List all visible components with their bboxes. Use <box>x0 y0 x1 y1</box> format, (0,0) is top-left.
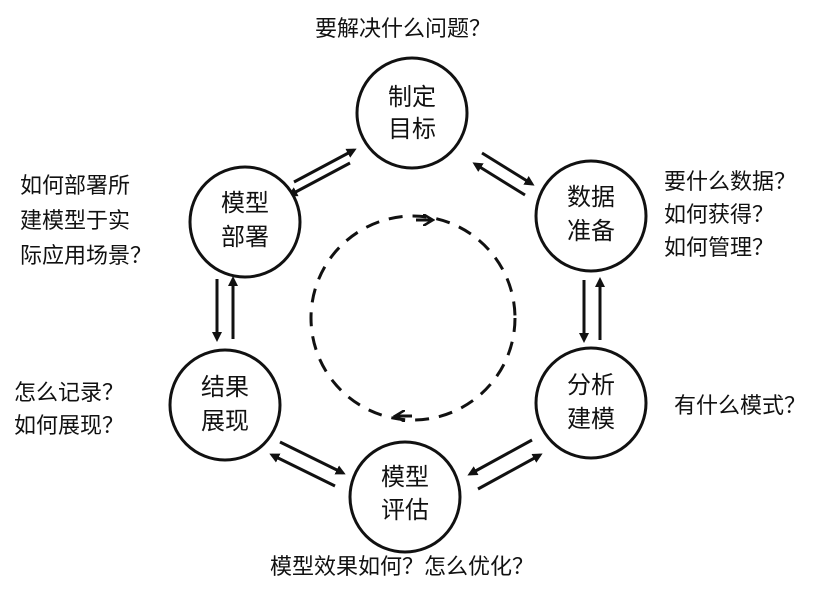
node-result-display: 结果 展现 <box>168 348 282 462</box>
node-analysis-modeling-line2: 建模 <box>567 405 615 433</box>
node-model-deploy-line2: 部署 <box>221 223 269 251</box>
node-result-display-line2: 展现 <box>201 407 249 435</box>
arrow-deploy-to-goal <box>287 148 357 197</box>
node-define-goal-line2: 目标 <box>388 115 436 143</box>
node-analysis-modeling-line1: 分析 <box>567 371 615 399</box>
node-define-goal-line1: 制定 <box>388 83 436 111</box>
node-data-prep-line2: 准备 <box>567 217 615 245</box>
node-data-prep: 数据 准备 <box>534 159 648 273</box>
question-model-deploy-2: 建模型于实 <box>20 209 130 234</box>
arrow-eval-to-result <box>269 440 346 488</box>
node-model-eval-line1: 模型 <box>381 463 429 491</box>
question-data-prep-1: 要什么数据？ <box>664 170 796 195</box>
question-model-deploy-1: 如何部署所 <box>20 174 130 199</box>
node-result-display-line1: 结果 <box>201 373 249 401</box>
question-result-display-2: 如何展现？ <box>14 414 124 439</box>
question-data-prep-3: 如何管理？ <box>664 236 774 261</box>
node-data-prep-line1: 数据 <box>567 183 615 211</box>
node-analysis-modeling: 分析 建模 <box>534 346 648 460</box>
center-cycle-dashed-circle <box>309 214 517 422</box>
question-result-display-1: 怎么记录？ <box>14 381 124 406</box>
question-data-prep-2: 如何获得？ <box>664 203 774 228</box>
arrow-result-to-deploy <box>212 276 238 342</box>
arrow-analysis-to-eval <box>467 438 543 491</box>
node-define-goal: 制定 目标 <box>355 56 469 170</box>
question-define-goal: 要解决什么问题？ <box>315 17 491 42</box>
question-model-deploy-3: 际应用场景？ <box>20 244 152 269</box>
arrow-goal-to-data <box>472 151 535 197</box>
question-analysis-modeling: 有什么模式？ <box>674 394 806 419</box>
node-model-deploy-line1: 模型 <box>221 189 269 217</box>
node-model-deploy: 模型 部署 <box>188 165 302 279</box>
arrow-data-to-analysis <box>579 277 605 343</box>
node-model-eval: 模型 评估 <box>348 440 462 554</box>
node-model-eval-line2: 评估 <box>381 496 429 524</box>
question-model-eval: 模型效果如何？怎么优化？ <box>270 555 534 580</box>
